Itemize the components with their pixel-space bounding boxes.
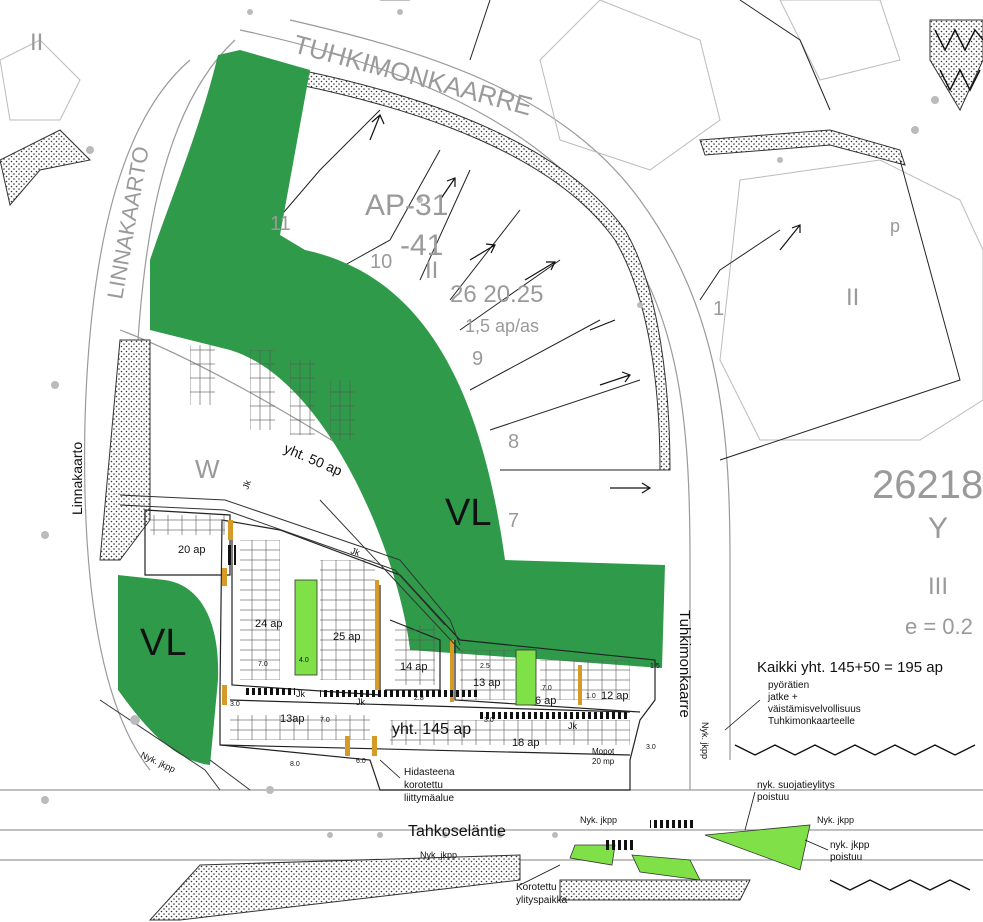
svg-text:poistuu: poistuu: [757, 792, 789, 803]
label-nyk-jkpp: Nyk. jkpp: [700, 722, 710, 759]
parking-lot-label: 18 ap: [512, 737, 540, 749]
right-block-e: e = 0.2: [905, 614, 973, 639]
plot-letter-p: p: [890, 216, 900, 236]
block-code-2: -41: [400, 229, 443, 262]
parking-total-upper: yht. 50 ap: [282, 440, 345, 479]
parking-grand-total: Kaikki yht. 145+50 = 195 ap: [757, 659, 943, 676]
right-block-floors: III: [928, 573, 948, 600]
parking-lot-label: 14 ap: [400, 661, 428, 673]
floors-mid: II: [425, 257, 438, 284]
annotation-raised-crossing: Korotettu ylityspaikka: [516, 882, 568, 906]
svg-text:poistuu: poistuu: [830, 852, 862, 863]
parking-lot-label: 6 ap: [535, 695, 556, 707]
dimension-label: 3.0: [646, 744, 656, 751]
dimension-label: 3.0: [484, 717, 494, 724]
zone-label-vl-left: VL: [140, 622, 186, 664]
dimension-label: 4.0: [299, 657, 309, 664]
walkway-label: Jk: [568, 721, 578, 731]
walkway-label: Jk: [296, 689, 306, 699]
svg-text:jatke +: jatke +: [767, 692, 798, 703]
sidewalk-bands: [0, 19, 983, 921]
moped-label: Mopot: [592, 747, 615, 756]
plot-lines: [259, 0, 961, 471]
parking-lot-label: 13ap: [280, 713, 304, 725]
dimension-label: 8.0: [290, 761, 300, 768]
block-code: AP-31: [365, 189, 448, 222]
street-label-tahkoselantie: Tahkoseläntie: [408, 823, 506, 840]
walkway-label: Jk: [356, 697, 366, 707]
crossings: [228, 545, 695, 850]
parking-lot-label: 25 ap: [333, 631, 361, 643]
plot-number: 7: [508, 510, 519, 532]
walkway-label: Jk: [349, 545, 361, 558]
label-nyk-jkpp: Nyk. jkpp: [420, 850, 457, 860]
dimension-label: 7.0: [542, 685, 552, 692]
parking-lot-label: 13 ap: [473, 677, 501, 689]
svg-text:nyk. jkpp: nyk. jkpp: [830, 840, 870, 851]
dimension-label: 3.0: [230, 701, 240, 708]
dimension-label: 6.0: [356, 758, 366, 765]
svg-text:pyörätien: pyörätien: [768, 680, 809, 691]
svg-text:väistämisvelvollisuus: väistämisvelvollisuus: [768, 704, 861, 715]
annotation-jkpp-removed: nyk. jkpp poistuu: [830, 840, 870, 863]
svg-text:liittymäalue: liittymäalue: [404, 793, 454, 804]
right-block-number: 26218: [872, 463, 983, 507]
floors-left: II: [30, 29, 43, 56]
dimension-label: 1.0: [586, 693, 596, 700]
plot-number: 1: [713, 298, 724, 320]
park-area-main: [150, 50, 665, 668]
parking-lot-label: 24 ap: [255, 618, 283, 630]
svg-text:Korotettu: Korotettu: [516, 882, 557, 893]
svg-text:ylityspaikka: ylityspaikka: [516, 895, 568, 906]
parking-lot-label: 20 ap: [178, 544, 206, 556]
walkway-label: Jk: [240, 478, 253, 490]
plot-number: 11: [270, 213, 291, 235]
dimension-label: 2.5: [480, 663, 490, 670]
floors-right: II: [846, 284, 859, 311]
parking-total-lower: yht. 145 ap: [392, 721, 471, 738]
upper-parking-field: [190, 345, 355, 440]
dimension-label: 7.0: [258, 661, 268, 668]
green-islands: [294, 579, 811, 881]
block-number: 26 20.25: [450, 281, 543, 308]
moped-count: 20 mp: [592, 757, 615, 766]
leader-lines: [379, 699, 829, 886]
street-label-linnakaarto: Linnakaarto: [69, 442, 85, 515]
parking-dividers: [222, 520, 582, 756]
building-outlines: [0, 0, 983, 441]
zone-letter-w: W: [195, 454, 220, 484]
annotation-crossing-removed: nyk. suojatieylitys poistuu: [757, 780, 835, 803]
annotation-speed-bump: Hidasteena korotettu liittymäalue: [404, 767, 455, 804]
plot-number: 9: [472, 348, 483, 370]
svg-text:Tuhkimonkaarteelle: Tuhkimonkaarteelle: [768, 716, 855, 727]
dimension-label: 1.5: [650, 663, 660, 670]
label-nyk-jkpp: Nyk. jkpp: [817, 815, 854, 825]
right-block-y: Y: [928, 512, 948, 545]
trees: [41, 9, 939, 838]
parking-lot-label: 12 ap: [601, 690, 629, 702]
svg-text:nyk. suojatieylitys: nyk. suojatieylitys: [757, 780, 835, 791]
label-nyk-jkpp: Nyk. jkpp: [580, 815, 617, 825]
plot-number: 8: [508, 431, 519, 453]
park-area-left: [118, 575, 219, 765]
zone-label-vl-main: VL: [445, 492, 491, 534]
dimension-label: 2.8: [414, 695, 424, 702]
annotation-cycle-path: pyörätien jatke + väistämisvelvollisuus …: [767, 680, 861, 727]
plot-number: 10: [370, 251, 392, 273]
parking-ratio: 1,5 ap/as: [465, 316, 539, 336]
street-label-tuhkimonkaarre: Tuhkimonkaarre: [676, 610, 693, 718]
dimension-label: 7.0: [320, 717, 330, 724]
svg-text:korotettu: korotettu: [404, 780, 443, 791]
hedges: [734, 28, 983, 891]
direction-arrows: [369, 114, 801, 494]
street-label-linnakaarto-vertical: LINNAKAARTO: [102, 144, 153, 300]
svg-text:Hidasteena: Hidasteena: [404, 767, 455, 778]
